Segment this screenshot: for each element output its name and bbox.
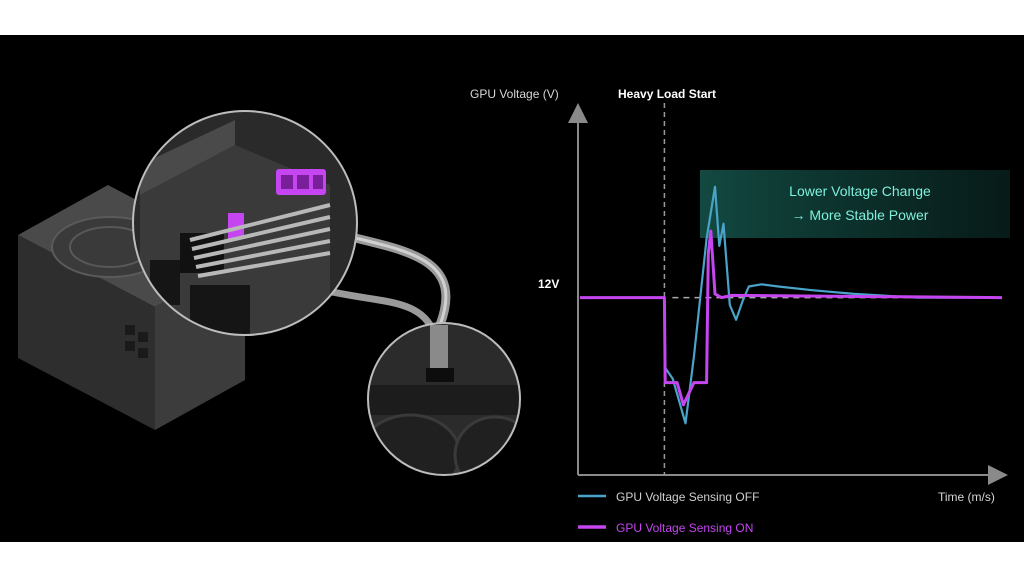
psu-cable-illustration bbox=[18, 110, 521, 476]
callout-line-2: → More Stable Power bbox=[791, 207, 929, 223]
legend-label-sensing-off: GPU Voltage Sensing OFF bbox=[616, 490, 760, 504]
y-axis-label: GPU Voltage (V) bbox=[470, 87, 559, 101]
x-axis-label: Time (m/s) bbox=[938, 490, 995, 504]
callout-line-1: Lower Voltage Change bbox=[789, 183, 931, 199]
series-line-sensing-on bbox=[580, 229, 1003, 407]
callout-box bbox=[700, 170, 1010, 238]
sense-connector-icon bbox=[276, 169, 326, 195]
y-reference-label: 12V bbox=[538, 277, 560, 291]
voltage-chart bbox=[568, 103, 1010, 529]
psu-connector-closeup bbox=[133, 111, 357, 335]
figure-panel: GPU Voltage (V) Heavy Load Start 12V Low… bbox=[0, 35, 1024, 542]
series-line-sensing-off bbox=[580, 185, 1002, 425]
legend-label-sensing-on: GPU Voltage Sensing ON bbox=[616, 521, 754, 535]
event-marker-label: Heavy Load Start bbox=[618, 87, 717, 101]
